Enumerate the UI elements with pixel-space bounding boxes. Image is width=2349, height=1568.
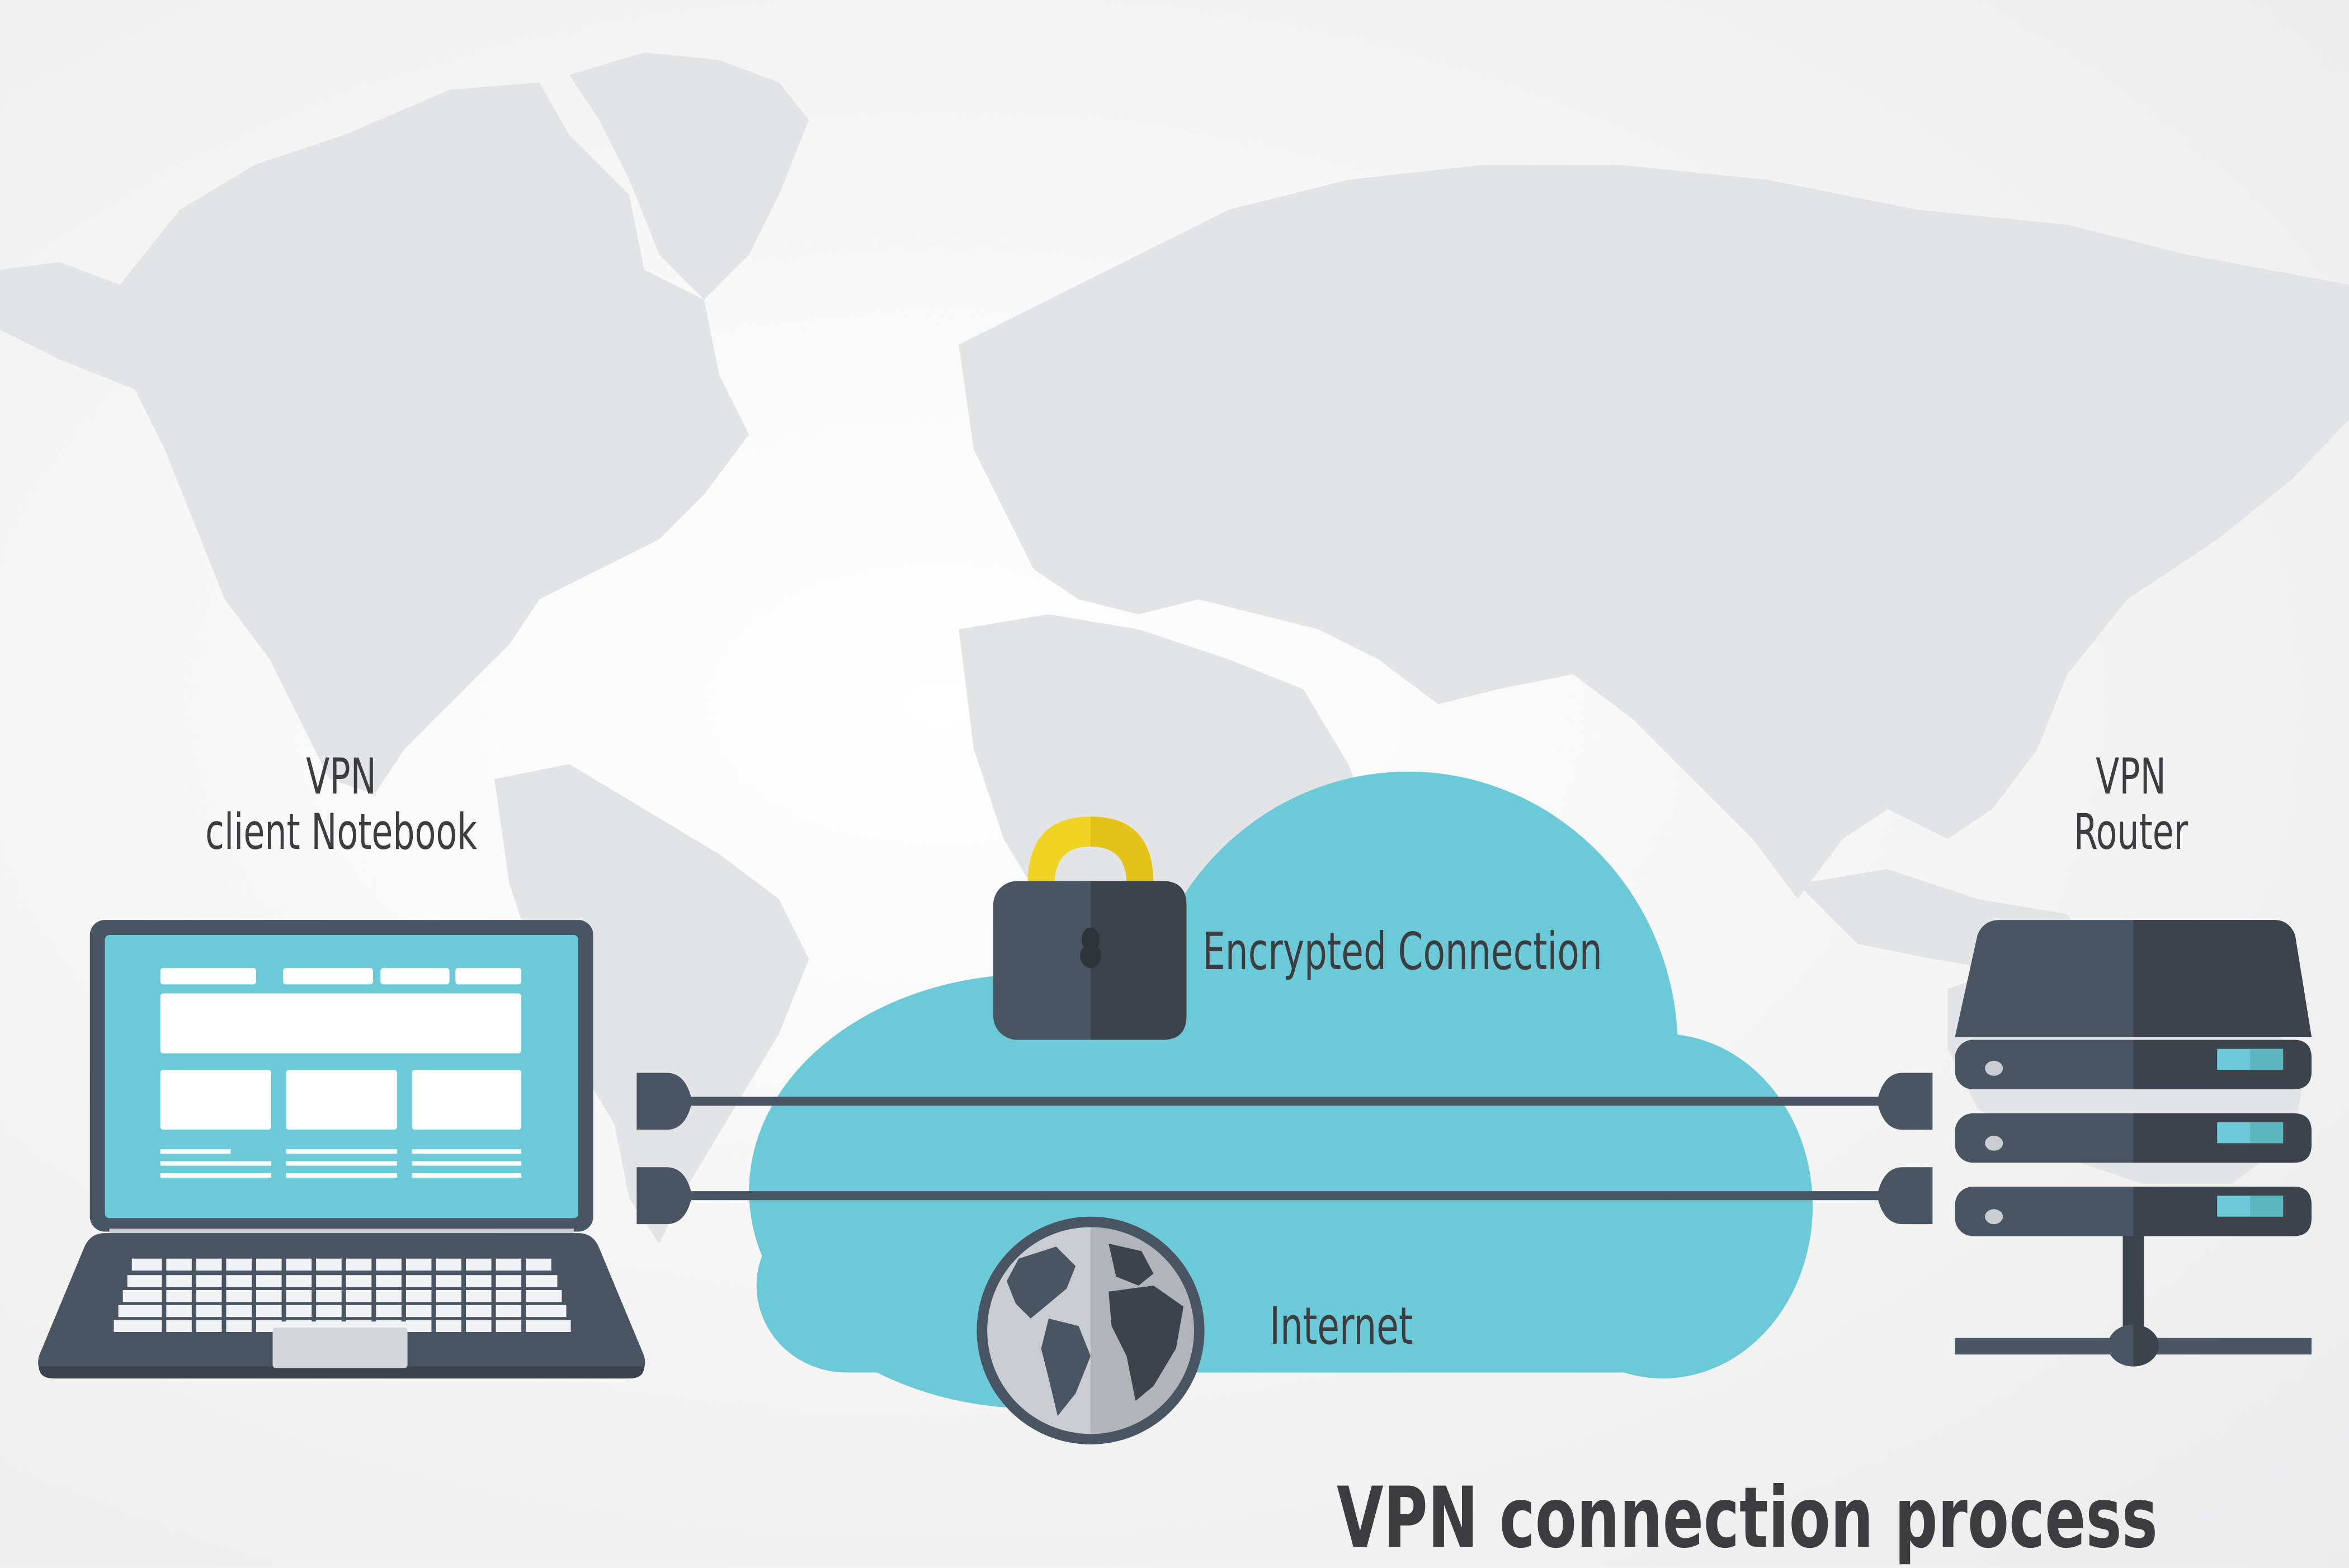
screen-content <box>160 967 522 1178</box>
router-label-line2: Router <box>2073 802 2188 861</box>
plug-left-1 <box>636 1073 692 1130</box>
server-stack-icon <box>1955 920 2312 1367</box>
padlock-icon <box>993 816 1187 1040</box>
keyboard-gaps <box>162 1255 526 1337</box>
server-unit-1 <box>1955 1040 2312 1089</box>
cable-2 <box>681 1191 1880 1201</box>
server-unit-3 <box>1955 1187 2312 1236</box>
globe-icon <box>977 1216 1205 1444</box>
plug-right-1 <box>1877 1073 1933 1130</box>
vpn-router-label: VPN Router <box>1978 749 2284 859</box>
plug-left-2 <box>636 1167 692 1225</box>
plug-right-2 <box>1877 1167 1933 1225</box>
world-map-icon <box>0 52 2349 1244</box>
cable-1 <box>681 1097 1880 1106</box>
server-unit-2 <box>1955 1113 2312 1163</box>
encrypted-connection-label: Encrypted Connection <box>1202 922 1602 981</box>
diagram-title: VPN connection process <box>1337 1470 2158 1567</box>
client-label-line2: client Notebook <box>205 802 477 861</box>
client-label-line1: VPN <box>306 748 376 805</box>
router-label-line1: VPN <box>2096 748 2166 805</box>
laptop-icon <box>38 920 645 1379</box>
internet-label: Internet <box>1270 1296 1413 1356</box>
client-notebook-label: VPN client Notebook <box>188 749 494 859</box>
touchpad <box>272 1327 408 1368</box>
